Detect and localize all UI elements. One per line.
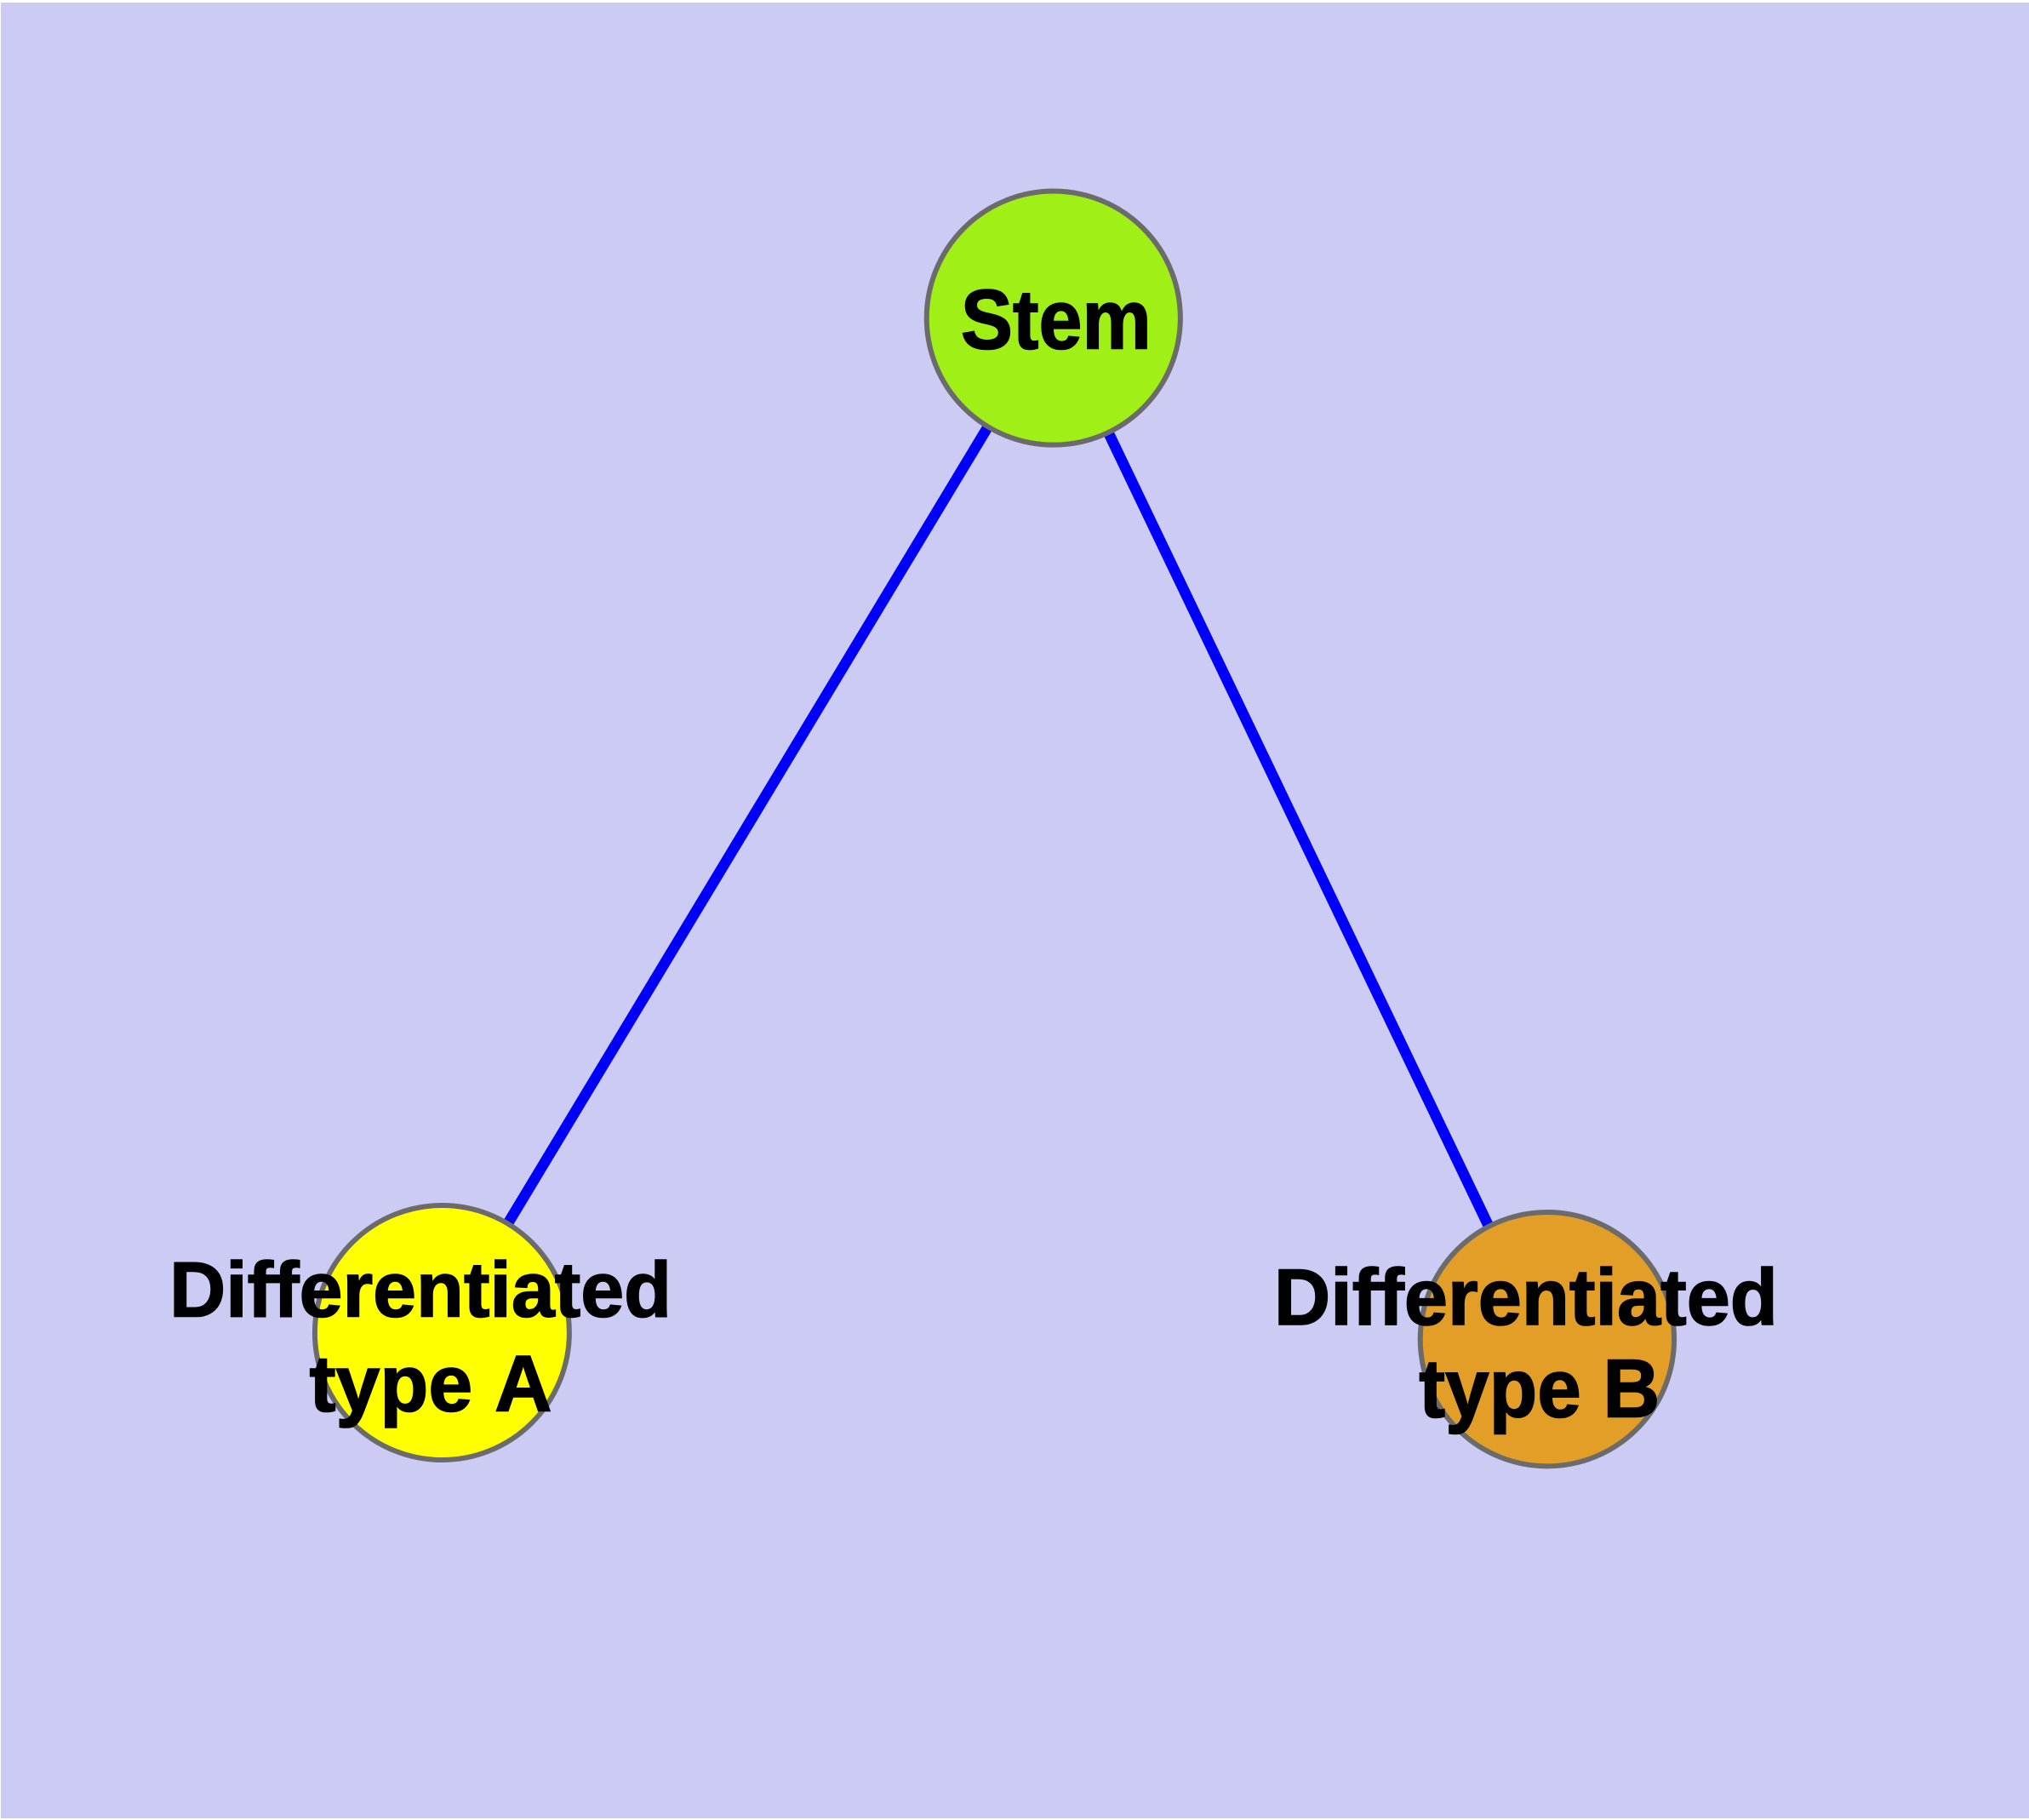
svg-text:type B: type B: [1419, 1342, 1660, 1434]
svg-text:Stem: Stem: [961, 273, 1152, 368]
svg-text:Differentiated: Differentiated: [169, 1245, 672, 1334]
svg-text:Differentiated: Differentiated: [1274, 1252, 1778, 1342]
svg-text:type A: type A: [310, 1338, 552, 1428]
